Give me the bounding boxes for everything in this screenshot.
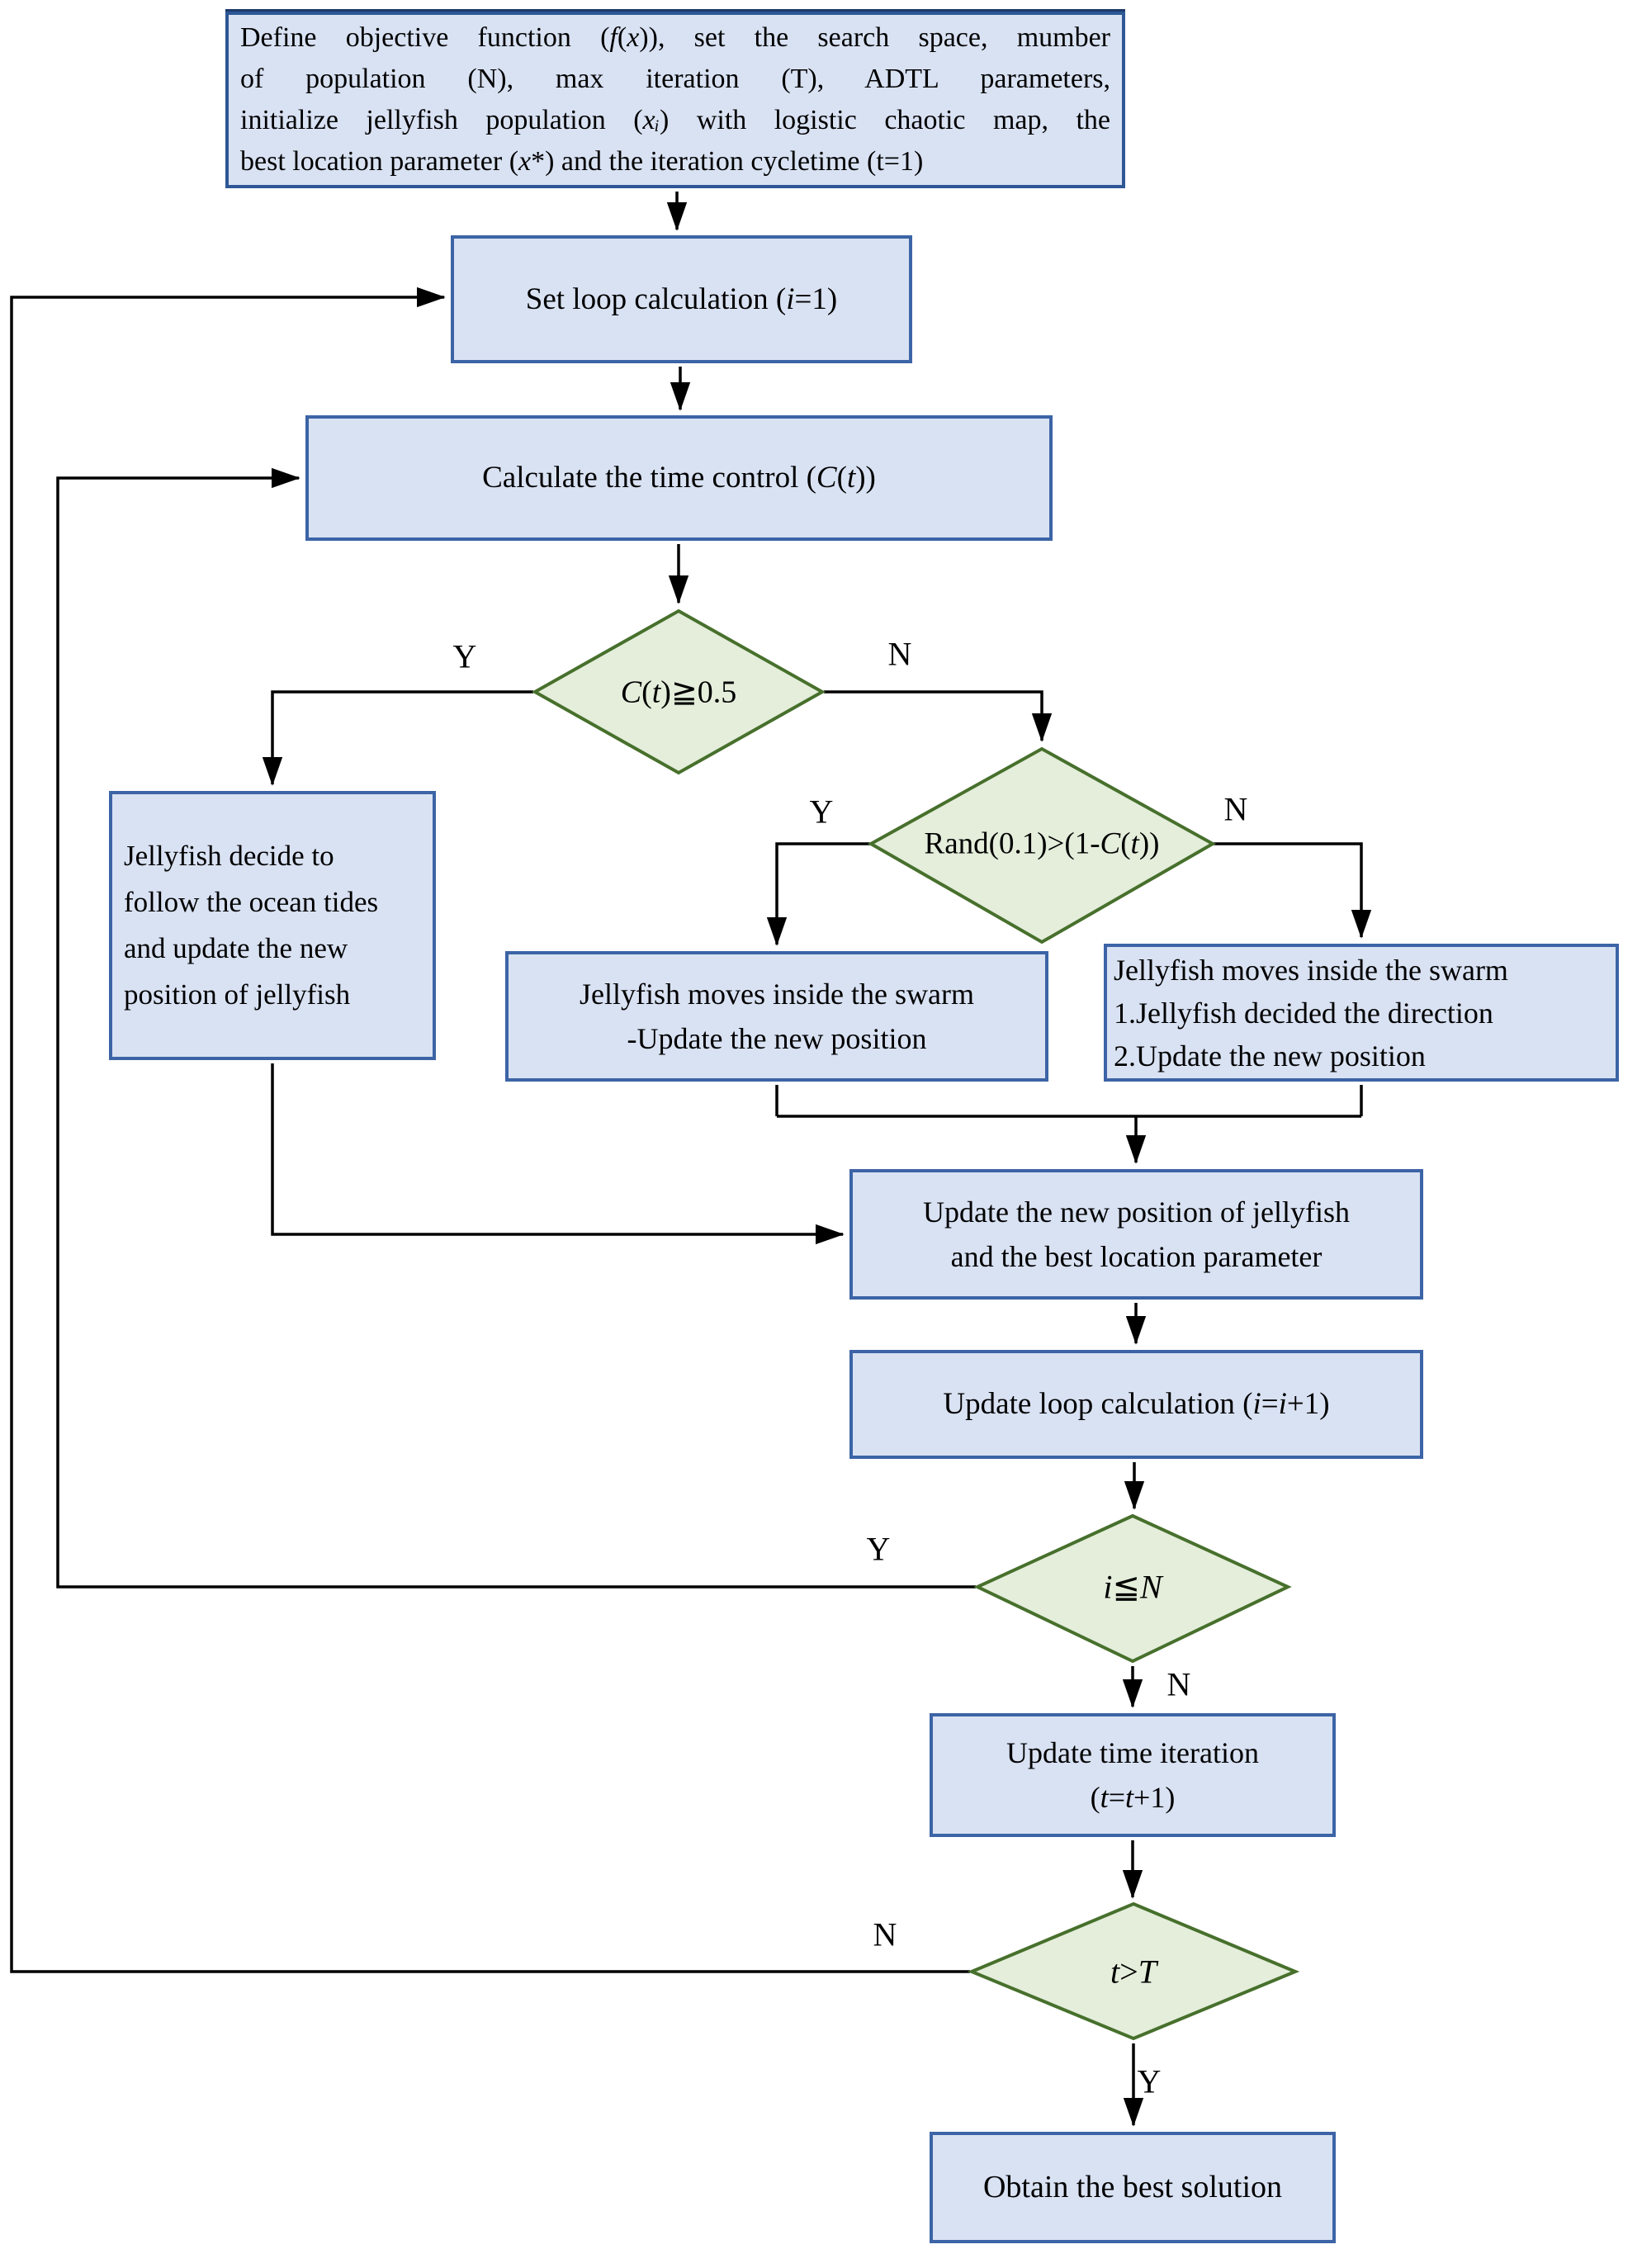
process-swarm-passive-motion: Jellyfish moves inside the swarm -Update… bbox=[505, 951, 1048, 1082]
process-follow-ocean-tides-line: and update the new bbox=[124, 932, 348, 964]
process-swarm-active-line: 1.Jellyfish decided the direction bbox=[1114, 996, 1493, 1030]
branch-label-ct-yes: Y bbox=[452, 637, 477, 675]
arrow-rand-no-to-swarm-active bbox=[1213, 842, 1372, 939]
branch-label-i-yes: Y bbox=[866, 1530, 891, 1568]
decision-ct-check bbox=[531, 608, 826, 775]
branch-label-rand-no: N bbox=[1223, 790, 1248, 828]
process-swarm-passive-line: -Update the new position bbox=[627, 1022, 927, 1055]
process-update-time-iteration: Update time iteration (t=t+1) bbox=[930, 1713, 1336, 1837]
process-update-position-line: and the best location parameter bbox=[950, 1240, 1323, 1273]
process-initialize-line: best location parameter (x*) and the ite… bbox=[240, 146, 924, 177]
decision-i-check-label: i≦N bbox=[1103, 1568, 1162, 1606]
decision-rand-check bbox=[867, 746, 1217, 945]
process-update-position-best: Update the new position of jellyfish and… bbox=[849, 1169, 1423, 1300]
process-update-loop-label: Update loop calculation (i=i+1) bbox=[943, 1387, 1330, 1422]
arrow-t-no-to-setloop bbox=[10, 286, 970, 1973]
branch-label-i-no: N bbox=[1166, 1665, 1191, 1703]
arrow-ct-no-to-rand-check bbox=[824, 690, 1053, 742]
branch-label-ct-no: N bbox=[887, 635, 912, 673]
process-obtain-best-solution-label: Obtain the best solution bbox=[982, 2169, 1283, 2204]
process-update-time-line: (t=t+1) bbox=[1090, 1781, 1176, 1814]
branch-label-t-no: N bbox=[873, 1915, 897, 1953]
branch-label-rand-yes: Y bbox=[809, 793, 834, 831]
process-update-position-line: Update the new position of jellyfish bbox=[923, 1196, 1350, 1229]
decision-t-check bbox=[967, 1901, 1300, 2041]
process-swarm-active-line: Jellyfish moves inside the swarm bbox=[1114, 953, 1508, 987]
process-update-time-line: Update time iteration bbox=[1006, 1736, 1259, 1769]
arrow-ocean-to-update-pos bbox=[271, 1063, 845, 1245]
process-initialize-line: Define objective function (f(x)), set th… bbox=[240, 22, 1110, 53]
process-calculate-time-control: Calculate the time control (C(t)) bbox=[305, 415, 1053, 541]
arrow-rand-yes-to-swarm-passive bbox=[766, 842, 871, 946]
process-update-loop-calculation: Update loop calculation (i=i+1) bbox=[849, 1350, 1423, 1459]
process-calculate-time-control-label: Calculate the time control (C(t)) bbox=[482, 461, 876, 495]
process-initialize-line: of population (N), max iteration (T), AD… bbox=[240, 64, 1110, 94]
decision-i-check bbox=[973, 1513, 1292, 1664]
process-initialize: Define objective function (f(x)), set th… bbox=[225, 12, 1125, 188]
process-follow-ocean-tides-line: Jellyfish decide to bbox=[124, 840, 334, 872]
process-follow-ocean-tides-line: position of jellyfish bbox=[124, 978, 351, 1011]
process-follow-ocean-tides: Jellyfish decide to follow the ocean tid… bbox=[109, 791, 436, 1060]
process-swarm-active-motion: Jellyfish moves inside the swarm 1.Jelly… bbox=[1104, 944, 1619, 1082]
decision-ct-check-label: C(t)≧0.5 bbox=[620, 675, 737, 710]
process-follow-ocean-tides-line: follow the ocean tides bbox=[124, 886, 379, 918]
process-initialize-line: initialize jellyfish population (xᵢ) wit… bbox=[240, 105, 1110, 135]
process-swarm-active-line: 2.Update the new position bbox=[1114, 1039, 1426, 1072]
process-swarm-passive-line: Jellyfish moves inside the swarm bbox=[580, 978, 974, 1011]
arrow-i-yes-to-timecontrol bbox=[56, 467, 976, 1589]
branch-label-t-yes: Y bbox=[1137, 2062, 1162, 2100]
process-set-loop-label: Set loop calculation (i=1) bbox=[525, 282, 838, 316]
arrow-ct-yes-to-ocean bbox=[262, 690, 533, 786]
process-set-loop-calculation: Set loop calculation (i=1) bbox=[451, 235, 912, 363]
decision-t-check-label: t>T bbox=[1110, 1953, 1157, 1991]
process-obtain-best-solution: Obtain the best solution bbox=[930, 2132, 1336, 2243]
decision-rand-check-label: Rand(0.1)>(1-C(t)) bbox=[924, 826, 1160, 861]
